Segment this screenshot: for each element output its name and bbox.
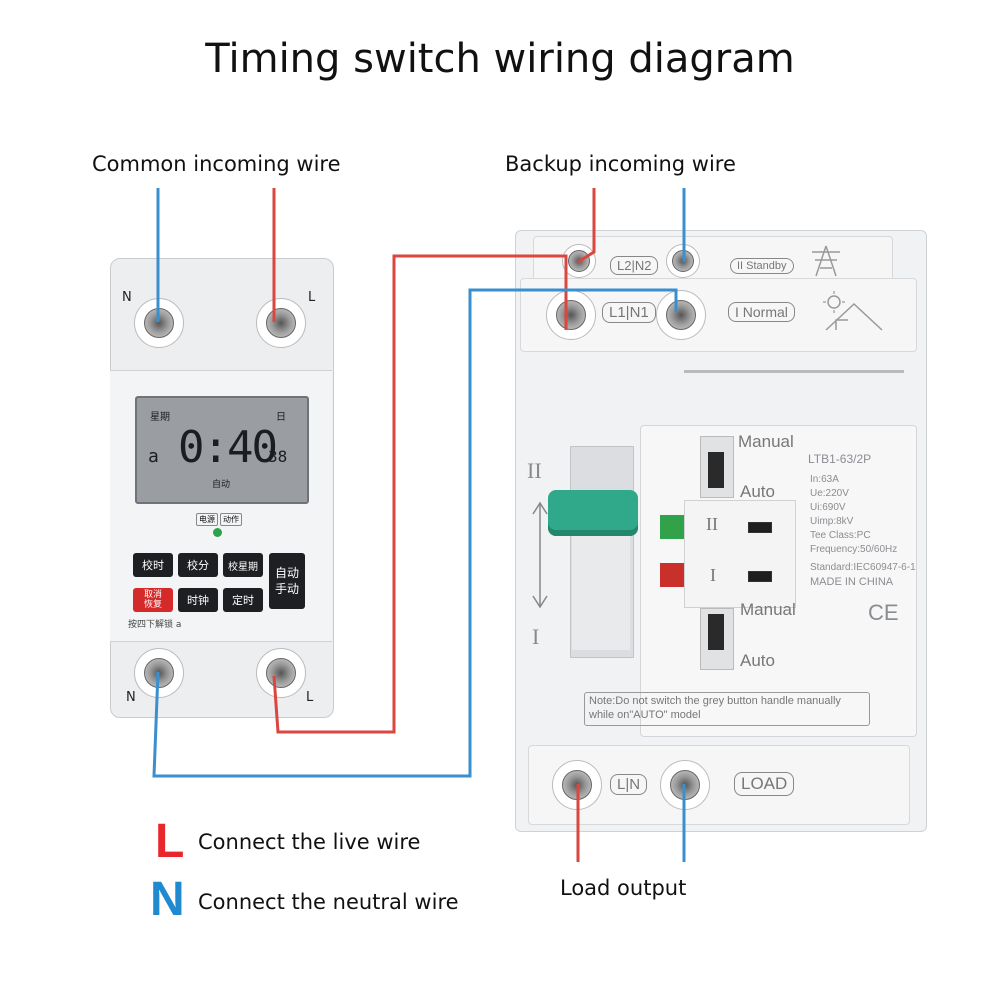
indicator-II-label: II bbox=[706, 514, 718, 534]
lcd-day-label: 日 bbox=[276, 412, 286, 423]
normal-source-label: I Normal bbox=[728, 302, 795, 322]
manual-top-label: Manual bbox=[738, 432, 794, 451]
spec-current: In:63A bbox=[810, 474, 839, 485]
spec-class: Tee Class:PC bbox=[810, 530, 871, 541]
button-cancel-label: 取消 bbox=[143, 590, 162, 600]
timer-top-l-label: L bbox=[308, 290, 316, 305]
note-line-2: while on"AUTO" model bbox=[589, 709, 701, 721]
button-cancel-restore[interactable]: 取消 恢复 bbox=[133, 588, 173, 612]
made-in-label: MADE IN CHINA bbox=[810, 576, 894, 588]
button-set-minute[interactable]: 校分 bbox=[178, 553, 218, 577]
lcd-time: 0:40 bbox=[178, 422, 278, 473]
spec-insulation-voltage: Ui:690V bbox=[810, 502, 846, 513]
auto-top-label: Auto bbox=[740, 482, 775, 501]
normal-terminal-label: L1|N1 bbox=[602, 302, 656, 323]
ce-mark: CE bbox=[868, 600, 899, 625]
normal-n-terminal-screw bbox=[656, 290, 706, 340]
handle-lever bbox=[572, 530, 630, 650]
action-indicator-label: 动作 bbox=[220, 513, 242, 526]
timer-bottom-l-label: L bbox=[306, 690, 314, 705]
button-restore-label: 恢复 bbox=[143, 600, 162, 610]
lcd-week-label: 星期 bbox=[150, 412, 170, 423]
lcd-weekday-value: a bbox=[148, 446, 159, 467]
auto-manual-switch-top-lever bbox=[708, 452, 724, 488]
button-auto-label: 自动 bbox=[274, 566, 299, 580]
auto-manual-switch-bottom-lever bbox=[708, 614, 724, 650]
button-set-hour[interactable]: 校时 bbox=[133, 553, 173, 577]
position-I-label: I bbox=[532, 624, 540, 649]
callout-load-output: Load output bbox=[560, 876, 687, 900]
standby-terminal-label: L2|N2 bbox=[610, 256, 659, 275]
power-indicator-label: 电源 bbox=[196, 513, 218, 526]
spec-rated-voltage: Ue:220V bbox=[810, 488, 849, 499]
indicator-II-slot bbox=[748, 522, 772, 533]
timer-lcd-display bbox=[135, 396, 309, 504]
unlock-hint: 按四下解锁 a bbox=[128, 620, 182, 630]
action-indicator-led bbox=[213, 528, 222, 537]
timer-top-l-terminal-screw bbox=[256, 298, 306, 348]
position-II-label: II bbox=[527, 458, 542, 483]
indicator-I-slot bbox=[748, 571, 772, 582]
legend-neutral-text: Connect the neutral wire bbox=[198, 890, 459, 914]
spec-frequency: Frequency:50/60Hz bbox=[810, 544, 898, 555]
timer-bottom-l-terminal-screw bbox=[256, 648, 306, 698]
timer-top-n-label: N bbox=[122, 290, 132, 305]
spec-standard: Standard:IEC60947-6-1 bbox=[810, 562, 916, 573]
power-tower-icon bbox=[812, 245, 840, 277]
model-label: LTB1-63/2P bbox=[808, 452, 872, 466]
legend-neutral-letter: N bbox=[150, 873, 185, 926]
legend-live-letter: L bbox=[155, 815, 185, 868]
timer-bottom-n-label: N bbox=[126, 690, 136, 705]
normal-l-terminal-screw bbox=[546, 290, 596, 340]
button-auto-manual[interactable]: 自动 手动 bbox=[269, 553, 305, 609]
button-set-week[interactable]: 校星期 bbox=[223, 553, 263, 577]
lcd-mode: 自动 bbox=[212, 480, 231, 490]
diagram-title: Timing switch wiring diagram bbox=[205, 36, 795, 82]
load-label: LOAD bbox=[734, 772, 795, 796]
auto-bottom-label: Auto bbox=[740, 651, 775, 670]
divider-line bbox=[684, 370, 904, 373]
callout-common-incoming: Common incoming wire bbox=[92, 152, 341, 176]
grey-handle-knob[interactable] bbox=[548, 490, 638, 536]
double-arrow-icon bbox=[532, 501, 548, 609]
legend-live-text: Connect the live wire bbox=[198, 830, 421, 854]
note-box bbox=[584, 692, 870, 726]
note-line-1: Note:Do not switch the grey button handl… bbox=[589, 695, 841, 707]
button-clock[interactable]: 时钟 bbox=[178, 588, 218, 612]
callout-backup-incoming: Backup incoming wire bbox=[505, 152, 736, 176]
indicator-I-red bbox=[660, 563, 684, 587]
indicator-window bbox=[684, 500, 796, 608]
house-sun-icon bbox=[823, 291, 883, 331]
standby-source-label: II Standby bbox=[730, 258, 794, 274]
spec-impulse-voltage: Uimp:8kV bbox=[810, 516, 854, 527]
button-timing[interactable]: 定时 bbox=[223, 588, 263, 612]
indicator-II-green bbox=[660, 515, 684, 539]
backup-live-wire bbox=[577, 188, 596, 264]
indicator-I-label: I bbox=[710, 565, 716, 585]
load-terminal-label: L|N bbox=[610, 774, 648, 795]
timer-live-to-normal-l-wire bbox=[272, 254, 568, 734]
manual-bottom-label: Manual bbox=[740, 600, 796, 619]
lcd-seconds: 38 bbox=[268, 447, 288, 466]
timer-neutral-to-normal-n-wire bbox=[152, 288, 678, 778]
button-manual-label: 手动 bbox=[274, 582, 299, 596]
